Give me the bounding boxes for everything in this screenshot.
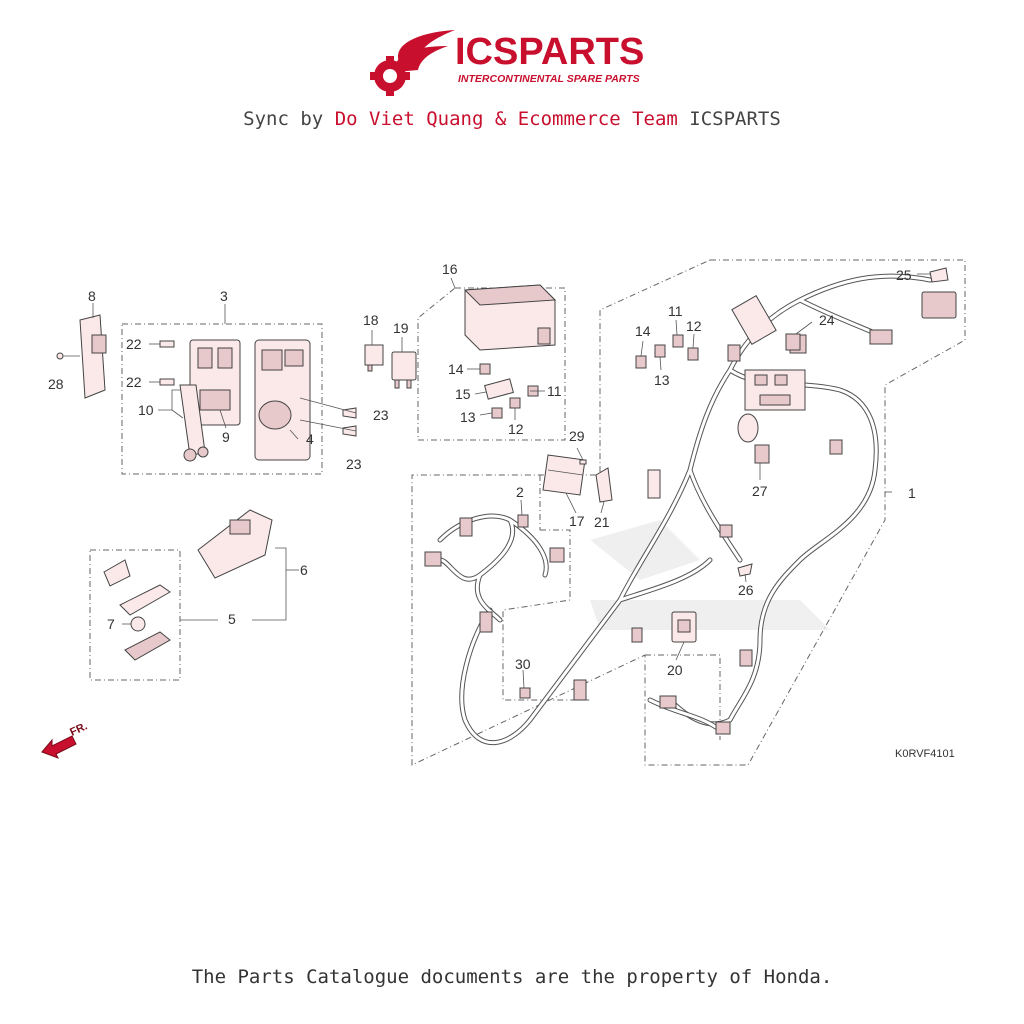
part-7-battery bbox=[130, 616, 146, 632]
part-21-bracket bbox=[595, 467, 613, 503]
group-box-16 bbox=[417, 287, 566, 441]
callout-18: 18 bbox=[363, 312, 379, 328]
group-box-lower bbox=[502, 529, 590, 701]
part-19-relay bbox=[391, 351, 417, 389]
callout-3: 3 bbox=[220, 288, 228, 304]
group-box-20 bbox=[645, 654, 721, 740]
part-20-socket bbox=[671, 611, 697, 643]
part-9-switch bbox=[189, 339, 241, 426]
sync-highlight: Do Viet Quang & Ecommerce Team bbox=[334, 108, 678, 130]
frame-silhouette bbox=[590, 520, 830, 630]
callout-23-lower: 23 bbox=[346, 456, 362, 472]
sync-suffix: ICSPARTS bbox=[677, 108, 781, 130]
callout-4: 4 bbox=[306, 431, 314, 447]
callout-30: 30 bbox=[515, 656, 531, 672]
callouts: 1 2 3 4 5 6 7 8 9 10 11 11 12 12 13 13 1… bbox=[48, 261, 916, 678]
callout-19: 19 bbox=[393, 320, 409, 336]
callout-15: 15 bbox=[455, 386, 471, 402]
callout-8: 8 bbox=[88, 288, 96, 304]
callout-26: 26 bbox=[738, 582, 754, 598]
group-16-small-parts bbox=[479, 363, 539, 419]
callout-11-fuse-box: 11 bbox=[547, 383, 562, 399]
part-18-relay bbox=[364, 344, 384, 372]
part-24-connector bbox=[785, 333, 801, 351]
callout-22-lower: 22 bbox=[126, 374, 142, 390]
callout-29: 29 bbox=[569, 428, 585, 444]
part-5-remote bbox=[103, 559, 171, 661]
part-22-screws bbox=[159, 340, 175, 386]
part-25-clip bbox=[929, 267, 949, 283]
callout-17: 17 bbox=[569, 513, 585, 529]
icsparts-logo: ICSPARTS INTERCONTINENTAL SPARE PARTS bbox=[370, 30, 644, 96]
part-30-grommet bbox=[519, 687, 531, 699]
sync-prefix: Sync by bbox=[243, 108, 335, 130]
callout-1: 1 bbox=[908, 485, 916, 501]
callout-25: 25 bbox=[896, 267, 912, 283]
part-6-smart-key-unit bbox=[197, 509, 273, 579]
brand-name: ICSPARTS bbox=[455, 31, 644, 73]
callout-20: 20 bbox=[667, 662, 683, 678]
part-23-bolts bbox=[342, 407, 357, 437]
group-box-1 bbox=[411, 259, 966, 766]
logo-wing-icon bbox=[370, 30, 455, 96]
callout-14-fuse-box: 14 bbox=[448, 361, 464, 377]
part-4-lock-assembly bbox=[254, 339, 311, 461]
brand-tagline: INTERCONTINENTAL SPARE PARTS bbox=[458, 73, 640, 85]
part-17-control-unit bbox=[542, 454, 586, 496]
leader-lines bbox=[92, 273, 930, 689]
callout-6: 6 bbox=[300, 562, 308, 578]
callout-13-upper: 13 bbox=[654, 372, 670, 388]
part-2-clip bbox=[517, 514, 529, 528]
callout-10: 10 bbox=[138, 402, 154, 418]
group-box-3 bbox=[121, 323, 323, 475]
main-wire-harness bbox=[437, 273, 933, 746]
callout-23-upper: 23 bbox=[373, 407, 389, 423]
callout-9: 9 bbox=[222, 429, 230, 445]
callout-12-upper: 12 bbox=[686, 318, 702, 334]
front-direction-arrow-icon: FR. bbox=[41, 720, 89, 759]
group-box-5 bbox=[89, 549, 181, 681]
part-29-screw bbox=[579, 459, 587, 465]
part-8-bracket bbox=[56, 314, 107, 399]
callout-7: 7 bbox=[107, 616, 115, 632]
fr-label: FR. bbox=[68, 720, 89, 738]
diagram-code: K0RVF4101 bbox=[895, 748, 955, 760]
footer-notice: The Parts Catalogue documents are the pr… bbox=[191, 966, 833, 988]
callout-28: 28 bbox=[48, 376, 64, 392]
part-16-fuse-box bbox=[463, 284, 557, 351]
callout-16: 16 bbox=[442, 261, 458, 277]
sync-credit: Sync by Do Viet Quang & Ecommerce Team I… bbox=[0, 108, 1024, 130]
part-10-link bbox=[179, 384, 209, 462]
callout-2: 2 bbox=[516, 484, 524, 500]
callout-21: 21 bbox=[594, 514, 610, 530]
callout-11-upper: 11 bbox=[668, 303, 683, 319]
fuse-parts-upper bbox=[635, 334, 699, 369]
callout-13-fuse-box: 13 bbox=[460, 409, 476, 425]
part-26-clamp bbox=[737, 563, 753, 577]
callout-14-upper: 14 bbox=[635, 323, 651, 339]
harness-connectors bbox=[424, 291, 957, 735]
callout-22-upper: 22 bbox=[126, 336, 142, 352]
callout-24: 24 bbox=[819, 312, 835, 328]
callout-27: 27 bbox=[752, 483, 768, 499]
part-27-connector bbox=[754, 444, 770, 464]
callout-12-fuse-box: 12 bbox=[508, 421, 524, 437]
callout-5: 5 bbox=[228, 611, 236, 627]
